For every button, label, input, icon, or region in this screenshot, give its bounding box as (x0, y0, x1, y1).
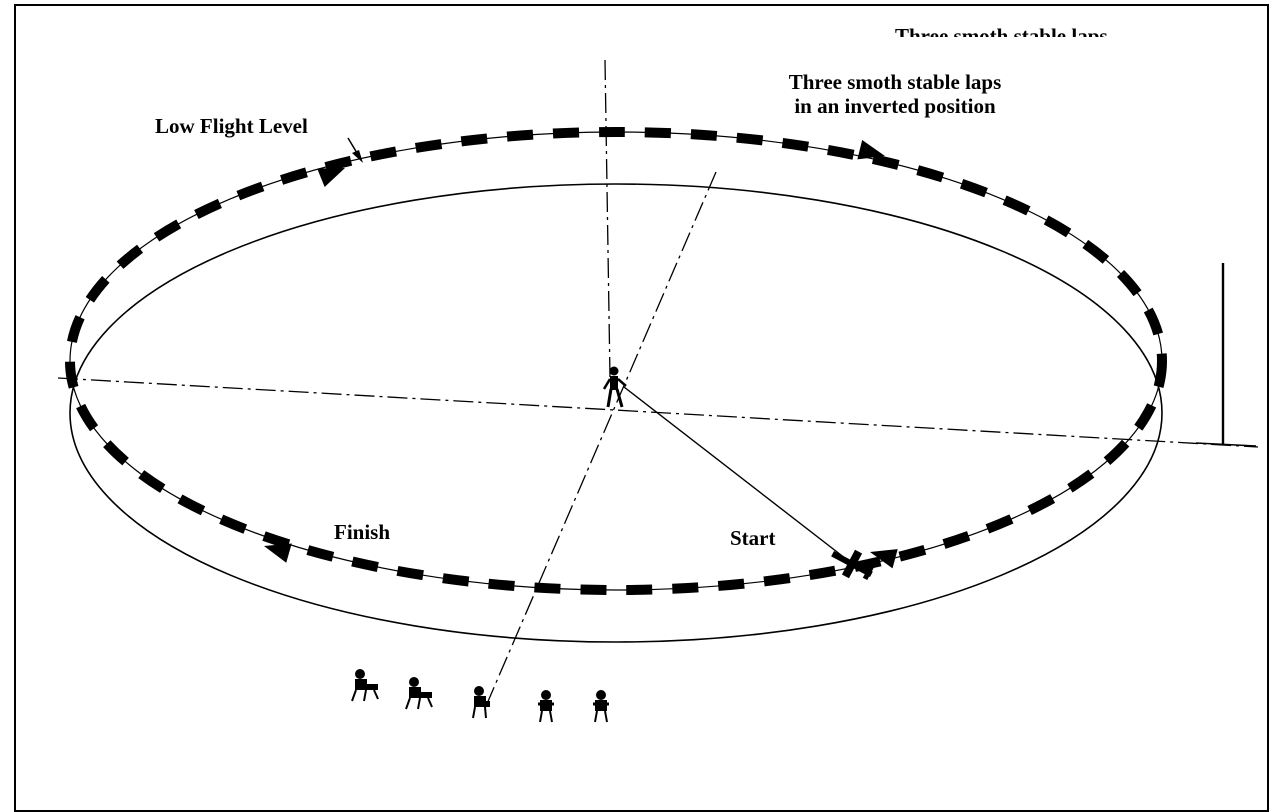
judge-figure-icon (538, 690, 554, 722)
low-flight-level-label: Low Flight Level (155, 114, 308, 138)
laps-label-line1: Three smoth stable laps (755, 70, 1035, 94)
judge-figure-icon (406, 677, 432, 709)
judge-figure-icon (352, 669, 378, 701)
cut-off-heading: Three smoth stable laps (895, 24, 1108, 37)
low-level-pointer-head (352, 150, 363, 163)
judges-axis (486, 172, 716, 706)
laps-label-line2: in an inverted position (755, 94, 1035, 118)
laps-label: Three smoth stable laps in an inverted p… (755, 70, 1035, 118)
start-label: Start (730, 526, 776, 550)
pilot-figure-icon (604, 367, 626, 408)
judge-figure-icon (593, 690, 609, 722)
finish-label: Finish (334, 520, 390, 544)
flight-path-dashes (70, 132, 1162, 590)
vertical-axis (605, 60, 610, 378)
judge-figure-icon (473, 686, 490, 718)
ground-circle (70, 184, 1162, 642)
